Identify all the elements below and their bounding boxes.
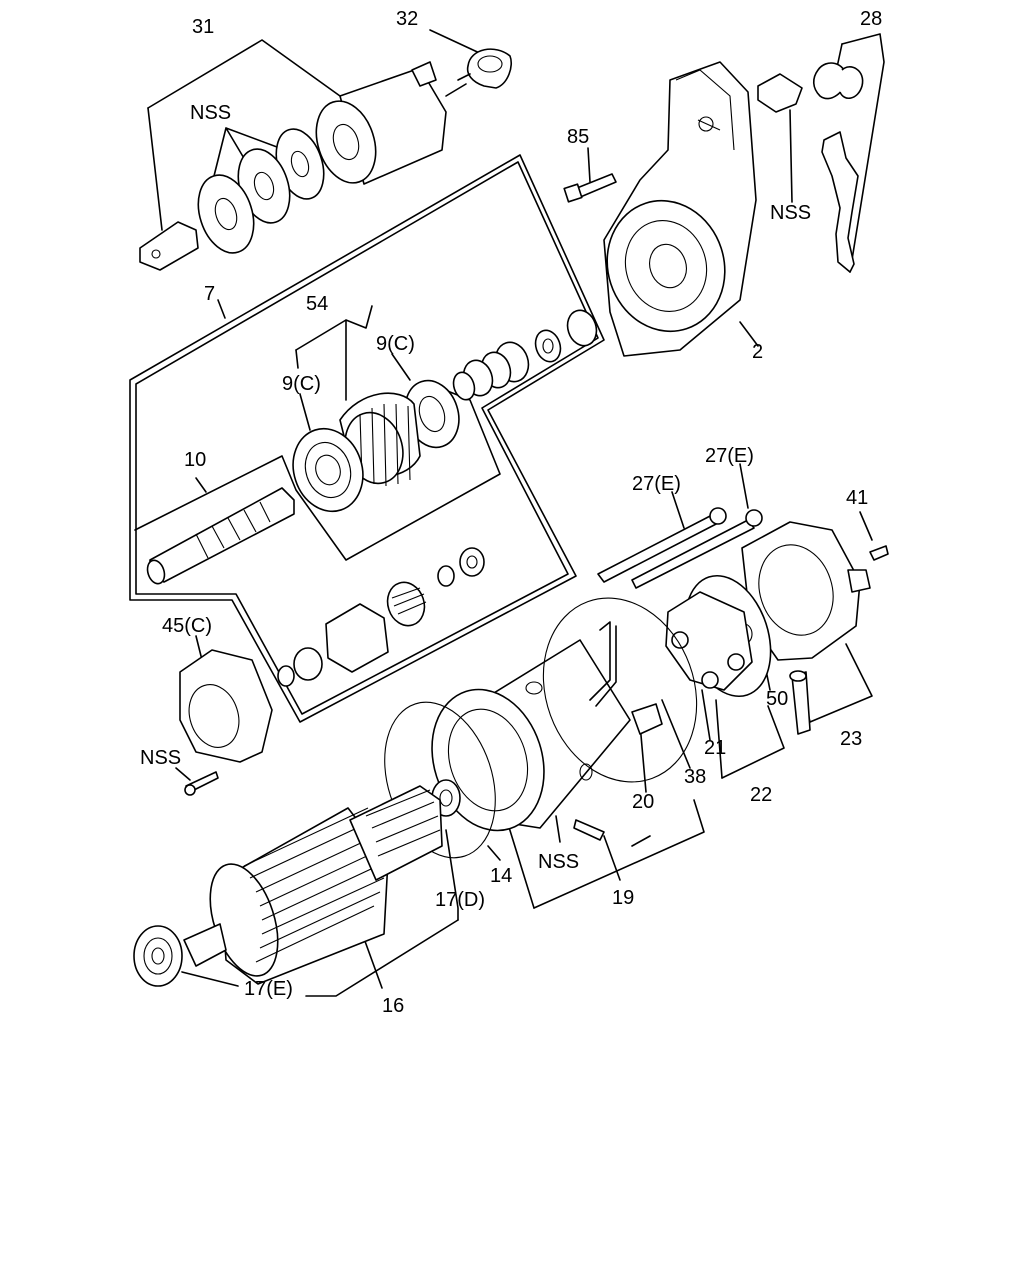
label-2: 2 <box>752 341 763 363</box>
label-41: 41 <box>846 487 868 509</box>
label-38: 38 <box>684 766 706 788</box>
label-20: 20 <box>632 791 654 813</box>
label-nss-bracket: NSS <box>770 202 811 224</box>
label-45c: 45(C) <box>162 615 212 637</box>
front-housing-2 <box>603 61 757 357</box>
armature-16 <box>183 785 443 985</box>
label-32: 32 <box>396 8 418 30</box>
screw-41 <box>869 545 889 561</box>
label-54: 54 <box>306 293 328 315</box>
label-23: 23 <box>840 728 862 750</box>
label-7: 7 <box>204 283 215 305</box>
label-50: 50 <box>766 688 788 710</box>
label-nss-yoke: NSS <box>538 851 579 873</box>
label-27e-mid: 27(E) <box>632 473 681 495</box>
cover-45c <box>179 649 273 796</box>
label-9c-left: 9(C) <box>282 373 321 395</box>
label-22: 22 <box>750 784 772 806</box>
brush-holder-22 <box>665 574 772 698</box>
label-10: 10 <box>184 449 206 471</box>
clutch-rings-group <box>452 309 598 401</box>
label-9c-right: 9(C) <box>376 333 415 355</box>
bracket-nss <box>757 73 803 113</box>
shift-lever-28 <box>812 62 864 273</box>
gasket-14 <box>384 701 496 859</box>
label-31: 31 <box>192 16 214 38</box>
label-nss-solenoid: NSS <box>190 102 231 124</box>
pinion-shaft-10 <box>146 487 295 585</box>
bolt-85 <box>563 173 617 203</box>
callout-labels: 31 32 28 85 NSS NSS 7 54 9(C) 9(C) 2 10 … <box>140 8 882 1017</box>
clutch-parts-lower <box>277 547 485 687</box>
pin-50 <box>789 670 811 735</box>
label-85: 85 <box>567 126 589 148</box>
label-27e-top: 27(E) <box>705 445 754 467</box>
solenoid-switch-31 <box>139 61 471 271</box>
bearing-17e <box>133 925 183 987</box>
label-nss-housing: NSS <box>140 747 181 769</box>
through-bolts-27e <box>597 507 763 589</box>
label-16: 16 <box>382 995 404 1017</box>
label-21: 21 <box>704 737 726 759</box>
label-17d: 17(D) <box>435 889 485 911</box>
label-17e: 17(E) <box>244 978 293 1000</box>
label-14: 14 <box>490 865 512 887</box>
bearing-9c <box>292 427 364 513</box>
screw-19 <box>573 819 605 841</box>
solenoid-boot-32 <box>466 48 512 89</box>
label-19: 19 <box>612 887 634 909</box>
label-28: 28 <box>860 8 882 30</box>
